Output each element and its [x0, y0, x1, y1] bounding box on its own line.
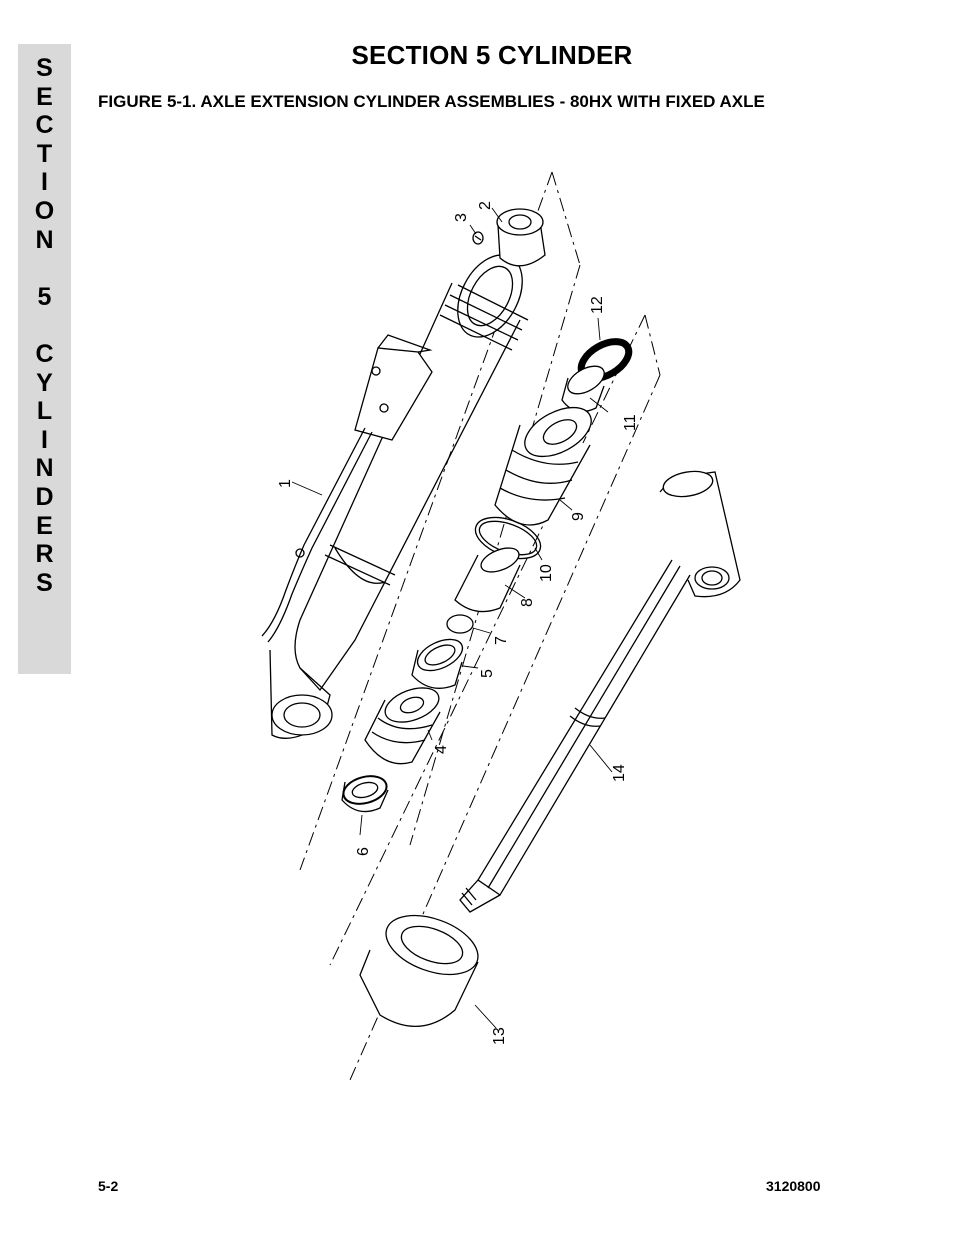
callout-labels: 1 2 3 4 5 6 7 8 9 10 11 12 13 14 — [277, 201, 639, 1045]
piston — [364, 687, 441, 765]
head-nut — [496, 208, 546, 267]
side-letter: T — [36, 139, 53, 168]
side-letter: 5 — [37, 282, 52, 311]
side-letter: E — [36, 511, 53, 540]
side-letter: D — [35, 482, 54, 511]
rod-head-nut — [359, 914, 479, 1027]
side-letter: E — [36, 82, 53, 111]
callout-13: 13 — [491, 1027, 508, 1045]
callout-9: 9 — [570, 512, 587, 521]
rod-seal — [561, 365, 605, 413]
side-letter: Y — [36, 368, 53, 397]
side-letter: O — [34, 196, 55, 225]
side-tab-letters: S E C T I O N 5 C Y L I N D E R S — [18, 54, 71, 597]
spacer — [454, 547, 521, 613]
callout-11: 11 — [622, 414, 639, 431]
side-letter: L — [36, 397, 53, 426]
cylinder-barrel — [261, 254, 529, 739]
side-letter: S — [36, 568, 53, 597]
callout-8: 8 — [519, 598, 536, 607]
set-screw — [472, 231, 484, 245]
leader-lines — [291, 207, 613, 1029]
side-letter: I — [41, 425, 48, 454]
piston-rod — [459, 470, 741, 913]
side-letter: N — [35, 454, 54, 483]
callout-12: 12 — [589, 296, 606, 314]
document-number: 3120800 — [766, 1178, 821, 1194]
side-letter: N — [35, 225, 54, 254]
section-side-tab: S E C T I O N 5 C Y L I N D E R S — [18, 44, 71, 674]
callout-7: 7 — [493, 636, 510, 645]
side-letter: S — [36, 54, 53, 82]
piston-seal — [341, 775, 389, 813]
callout-10: 10 — [538, 564, 555, 582]
side-letter: C — [35, 339, 54, 368]
callout-14: 14 — [611, 764, 628, 782]
side-letter: C — [35, 111, 54, 140]
callout-5: 5 — [479, 669, 496, 678]
page-title-text: SECTION 5 CYLINDER — [351, 40, 633, 70]
callout-2: 2 — [477, 201, 494, 210]
side-letter: R — [35, 540, 54, 569]
callout-3: 3 — [453, 213, 470, 222]
figure-caption: FIGURE 5-1. AXLE EXTENSION CYLINDER ASSE… — [98, 92, 765, 111]
callout-6: 6 — [355, 847, 372, 856]
lock-ring — [411, 638, 464, 689]
callout-4: 4 — [433, 745, 450, 754]
callout-1: 1 — [277, 479, 294, 488]
side-letter: I — [41, 168, 48, 197]
page-title: SECTION 5 CYLINDER — [0, 40, 954, 71]
page-number: 5-2 — [98, 1178, 119, 1194]
small-o-ring — [446, 614, 474, 634]
gland — [494, 406, 592, 526]
